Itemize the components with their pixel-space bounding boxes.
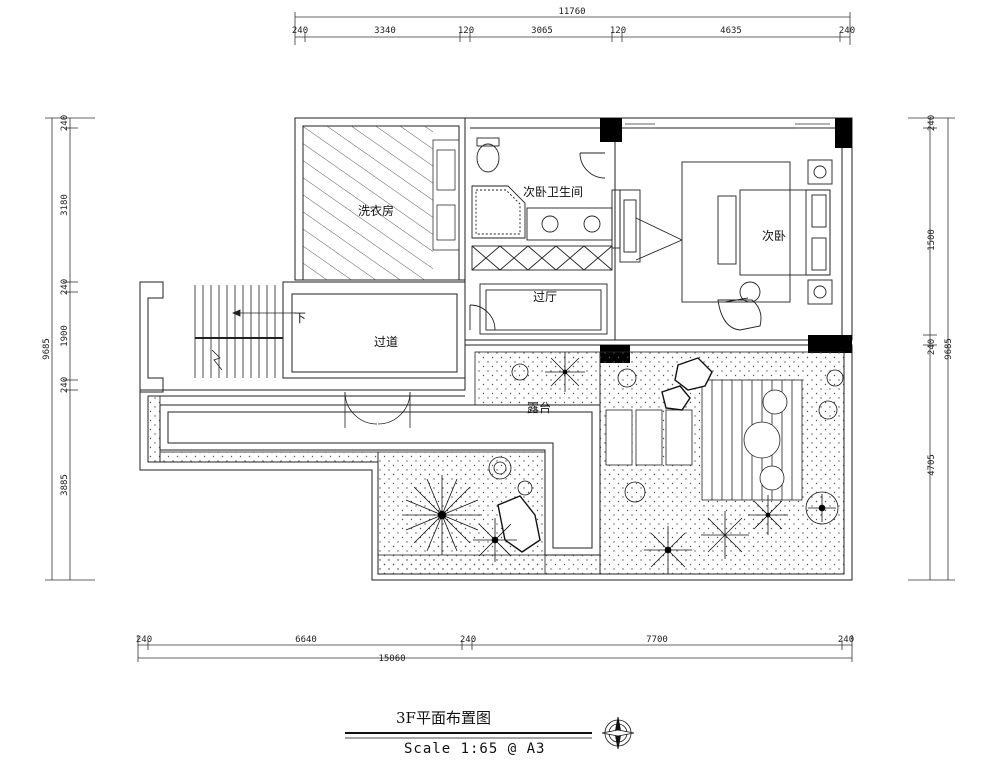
bathroom-fixtures xyxy=(471,137,621,271)
dim-left-total: 9685 xyxy=(42,338,52,360)
dim-top-total: 11760 xyxy=(558,7,585,17)
dim-right-3: 240 xyxy=(927,339,937,355)
dim-right-1: 240 xyxy=(927,115,937,131)
structural-columns xyxy=(600,118,852,363)
dim-top-1: 240 xyxy=(292,26,308,36)
dim-top-5: 120 xyxy=(610,26,626,36)
laundry-cabinet xyxy=(432,139,460,251)
terrace-double-door xyxy=(344,391,411,428)
left-dimensions xyxy=(45,117,95,581)
dim-top-6: 4635 xyxy=(720,26,742,36)
north-arrow-icon xyxy=(601,716,635,750)
stepping-stones xyxy=(605,409,693,466)
dim-top-2: 3340 xyxy=(374,26,396,36)
dim-top-7: 240 xyxy=(839,26,855,36)
plants xyxy=(402,352,844,574)
dim-right-4: 4705 xyxy=(927,454,937,476)
wood-deck xyxy=(701,379,803,501)
dim-bottom-4: 7700 xyxy=(646,635,668,645)
dim-bottom-3: 240 xyxy=(460,635,476,645)
dim-bottom-5: 240 xyxy=(838,635,854,645)
dim-left-2: 3180 xyxy=(60,194,70,216)
right-dimensions xyxy=(908,117,955,581)
dim-right-total: 9685 xyxy=(944,338,954,360)
room-label-bathroom: 次卧卫生间 xyxy=(523,185,583,199)
dim-left-5: 240 xyxy=(60,377,70,393)
bottom-dimensions xyxy=(137,635,853,662)
dim-left-3: 240 xyxy=(60,279,70,295)
dim-bottom-1: 240 xyxy=(136,635,152,645)
top-dimensions xyxy=(294,12,851,45)
dim-top-4: 3065 xyxy=(531,26,553,36)
room-label-corridor: 过道 xyxy=(374,335,398,349)
dim-right-2: 1500 xyxy=(927,229,937,251)
laundry-floor-hatch xyxy=(303,126,433,280)
dim-bottom-2: 6640 xyxy=(295,635,317,645)
hall-furniture xyxy=(469,189,641,335)
room-label-laundry: 洗衣房 xyxy=(358,203,394,218)
room-label-terrace: 露台 xyxy=(527,400,551,415)
dim-left-6: 3885 xyxy=(60,474,70,496)
dim-left-4: 1900 xyxy=(60,325,70,347)
windows xyxy=(625,123,830,129)
drawing-title: 3F平面布置图 xyxy=(396,709,491,727)
bedroom-furniture xyxy=(635,159,833,331)
room-label-bedroom: 次卧 xyxy=(762,229,786,243)
room-label-hall: 过厅 xyxy=(533,290,557,304)
stair-direction-label: 下 xyxy=(294,311,306,325)
dim-bottom-total: 15060 xyxy=(378,654,405,664)
dim-left-1: 240 xyxy=(60,115,70,131)
staircase xyxy=(194,285,296,378)
dim-top-3: 120 xyxy=(458,26,474,36)
drawing-scale: Scale 1:65 @ A3 xyxy=(404,741,545,757)
